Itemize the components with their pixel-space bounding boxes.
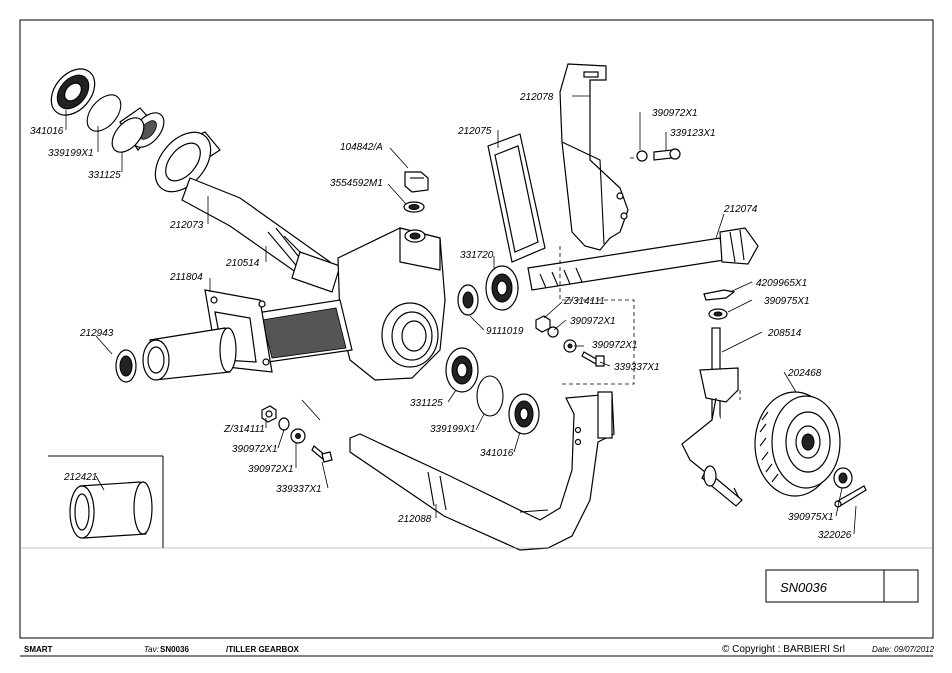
label-339199X1-top: 339199X1 [48,148,94,159]
label-212943: 212943 [79,328,114,339]
label-Z314111-mid: Z/314111 [563,296,605,307]
bearing-331125-top [111,107,165,153]
leader-lines [65,95,857,535]
washer-3554592M1 [403,201,425,213]
nut-Z314111-left [261,405,277,423]
label-4209965X1: 4209965X1 [756,278,807,289]
label-339337X1-mid: 339337X1 [614,362,660,373]
label-331720: 331720 [460,250,494,261]
gasket-212075 [487,133,546,263]
bracket-212078 [559,63,629,251]
assembly-line-1 [559,246,635,385]
tine-bar-212088 [349,391,615,551]
bolt-339123X1 [653,148,681,161]
washer-390972X1-top [636,150,648,162]
footer-copyright: © Copyright : BARBIERI Srl [722,644,845,655]
label-9111019: 9111019 [486,326,524,337]
label-212078: 212078 [519,92,554,103]
footer-date-label: Date: [872,645,891,654]
seal-212943 [115,349,137,383]
label-212421: 212421 [63,472,97,483]
label-212088: 212088 [397,514,432,525]
shaft-212073 [154,131,341,293]
split-pin-322026 [834,485,867,508]
label-211804: 211804 [169,272,203,283]
label-331125-bottom: 331125 [410,398,443,409]
wheel-bracket-208514 [681,327,743,507]
shaft-212074 [527,227,759,291]
plug-104842A [404,171,429,193]
bearing-341016-top [50,68,96,116]
spindle-housing-tube [142,327,237,381]
label-Z314111-left: Z/314111 [223,424,265,435]
bolt-339337X1-left [311,445,333,463]
circlip-339199X1-bottom [476,375,504,417]
bearing-331720 [485,265,519,311]
inset-box [20,455,933,549]
label-390975X1-top: 390975X1 [764,296,810,307]
label-390972X1-mid: 390972X1 [570,316,616,327]
drawing-number-box [765,569,919,603]
label-210514: 210514 [225,258,260,269]
label-339199X1-bottom: 339199X1 [430,424,476,435]
gearbox-housing [249,227,446,381]
label-212074: 212074 [723,204,758,215]
drawing-number: SN0036 [780,580,828,595]
label-339123X1: 339123X1 [670,128,716,139]
hardware-right-mid [535,315,605,367]
label-3554592M1: 3554592M1 [330,178,383,189]
label-390972X1-top: 390972X1 [652,108,698,119]
footer-tav-value: SN0036 [160,645,189,654]
wheel-202468 [754,391,841,497]
circlip-339199X1-top [86,94,122,132]
drawing-frame [19,19,934,639]
footer-date-value: 09/07/2012 [894,645,935,654]
washer-390975X1-top [708,308,728,320]
label-212073: 212073 [169,220,204,231]
seal-9111019 [457,284,479,316]
label-341016-top: 341016 [30,126,64,137]
bearing-341016-bottom [508,393,540,435]
washer-390972X1-left [278,417,306,444]
label-390972X1-mid2: 390972X1 [592,340,638,351]
label-202468: 202468 [787,368,822,379]
footer-title: /TILLER GEARBOX [226,645,300,654]
label-390975X1-bottom: 390975X1 [788,512,834,523]
label-341016-bottom: 341016 [480,448,514,459]
label-339337X1-left: 339337X1 [276,484,322,495]
bearing-331125-bottom [445,347,479,393]
label-212075: 212075 [457,126,492,137]
label-208514: 208514 [767,328,802,339]
washer-390975X1-bottom [833,467,853,489]
sleeve-212421 [69,481,153,539]
label-331125-top: 331125 [88,170,121,181]
footer-model: SMART [24,645,53,654]
label-322026: 322026 [818,530,852,541]
label-104842A: 104842/A [340,142,383,153]
footer-tav-label: Tav: [144,645,159,654]
label-390972X1-left: 390972X1 [232,444,278,455]
label-390972X1-left-2: 390972X1 [248,464,294,475]
pin-4209965X1 [703,289,736,301]
